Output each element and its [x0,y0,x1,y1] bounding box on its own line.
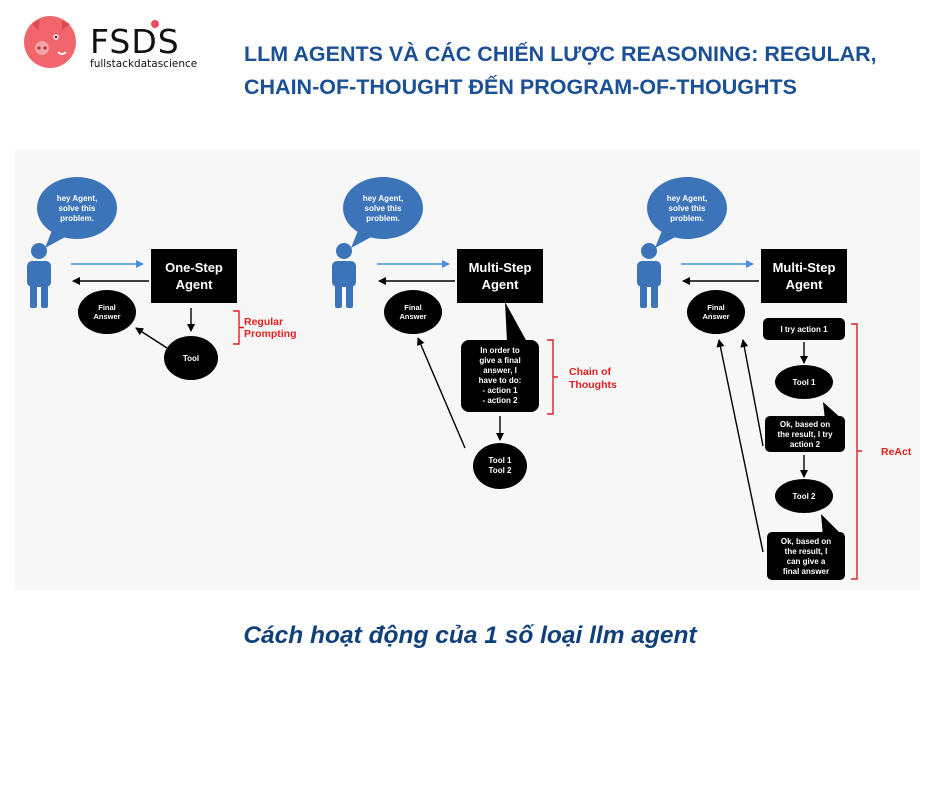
thought-line-3: answer, I [483,366,517,375]
multi-step-agent-box: Multi-Step Agent [457,249,543,303]
figure-caption: Cách hoạt động của 1 số loại llm agent [243,622,697,649]
panel-react: hey Agent, solve this problem. Multi-Ste… [637,177,912,580]
thought-line-5: - action 1 [482,386,518,395]
step-3-line-1: Ok, based on [781,537,831,546]
agent-diagram: hey Agent, solve this problem. One-Step … [15,150,920,590]
tool-1-label: Tool 1 [793,378,817,387]
brand-tagline: fullstackdatascience [90,58,198,70]
bubble-line-1: hey Agent, [363,194,404,203]
step-2-line-1: Ok, based on [780,420,830,429]
regular-label-1: Regular [244,316,283,328]
tool-2-node: Tool 2 [775,479,833,513]
tools-to-final-arrow [417,337,466,449]
thought-line-6: - action 2 [482,396,518,405]
agent-diagram-svg: hey Agent, solve this problem. One-Step … [27,177,912,580]
cot-label-1: Chain of [569,366,611,378]
final-answer-node: Final Answer [687,290,745,334]
step3-to-final-arrow [716,339,764,553]
agent-label-1: Multi-Step [469,260,532,275]
header: FSDS fullstackdatascience LLM AGENTS VÀ … [0,0,940,120]
step-3-line-3: can give a [787,557,826,566]
step-3-line-2: the result, I [785,547,828,556]
react-step-3: Ok, based on the result, I can give a fi… [767,514,845,580]
page-title: LLM AGENTS VÀ CÁC CHIẾN LƯỢC REASONING: … [244,38,924,104]
user-person-icon [637,243,661,308]
step2-to-final-arrow [740,339,764,447]
react-step-2: Ok, based on the result, I try action 2 [765,402,845,452]
logo-dot-icon [151,20,159,28]
tool-label: Tool [183,354,199,363]
react-label: ReAct [881,446,912,458]
bubble-line-2: solve this [365,204,402,213]
regular-bracket [233,310,244,345]
final-label-1: Final [98,303,116,312]
fsds-logo[interactable]: FSDS fullstackdatascience [22,12,202,74]
tool-2-label: Tool 2 [489,466,513,475]
bubble-line-3: problem. [366,214,400,223]
panel-chain-of-thought: hey Agent, solve this problem. Multi-Ste… [332,177,617,489]
step-2-line-3: action 2 [790,440,821,449]
final-answer-node: Final Answer [78,290,136,334]
tool-1-label: Tool 1 [489,456,513,465]
step-3-line-4: final answer [783,567,829,576]
bubble-line-3: problem. [670,214,704,223]
agent-label-2: Agent [786,277,824,292]
tool-1-node: Tool 1 [775,365,833,399]
thought-line-2: give a final [479,356,520,365]
bubble-line-2: solve this [59,204,96,213]
final-label-1: Final [404,303,422,312]
tools-node: Tool 1 Tool 2 [473,443,527,489]
agent-label-1: One-Step [165,260,223,275]
agent-label-2: Agent [482,277,520,292]
thought-line-1: In order to [480,346,520,355]
thought-line-4: have to do: [479,376,522,385]
cot-bracket [547,339,558,415]
final-label-1: Final [707,303,725,312]
user-speech-bubble: hey Agent, solve this problem. [647,177,727,248]
user-speech-bubble: hey Agent, solve this problem. [343,177,423,248]
step-2-line-2: the result, I try [777,430,833,439]
final-label-2: Answer [93,312,120,321]
react-step-1: I try action 1 [763,318,845,340]
one-step-agent-box: One-Step Agent [151,249,237,303]
final-answer-node: Final Answer [384,290,442,334]
panel-regular: hey Agent, solve this problem. One-Step … [27,177,297,380]
agent-label-1: Multi-Step [773,260,836,275]
title-line-1: LLM AGENTS VÀ CÁC CHIẾN LƯỢC REASONING: … [244,42,877,66]
bubble-line-3: problem. [60,214,94,223]
bubble-line-1: hey Agent, [57,194,98,203]
user-person-icon [332,243,356,308]
react-bracket [851,323,862,580]
multi-step-agent-box: Multi-Step Agent [761,249,847,303]
title-line-2: CHAIN-OF-THOUGHT ĐẾN PROGRAM-OF-THOUGHTS [244,75,797,99]
thought-callout: In order to give a final answer, I have … [461,302,539,412]
final-label-2: Answer [702,312,729,321]
step-1-label: I try action 1 [780,325,828,334]
agent-label-2: Agent [176,277,214,292]
tool-2-label: Tool 2 [793,492,817,501]
brand-name: FSDS [90,22,180,61]
cot-label-2: Thoughts [569,379,617,391]
bubble-line-1: hey Agent, [667,194,708,203]
tool-node: Tool [164,336,218,380]
bubble-line-2: solve this [669,204,706,213]
final-label-2: Answer [399,312,426,321]
pig-mascot-icon [24,16,76,68]
user-speech-bubble: hey Agent, solve this problem. [37,177,117,248]
regular-label-2: Prompting [244,328,297,340]
tool-to-final-arrow [135,327,168,349]
user-person-icon [27,243,51,308]
